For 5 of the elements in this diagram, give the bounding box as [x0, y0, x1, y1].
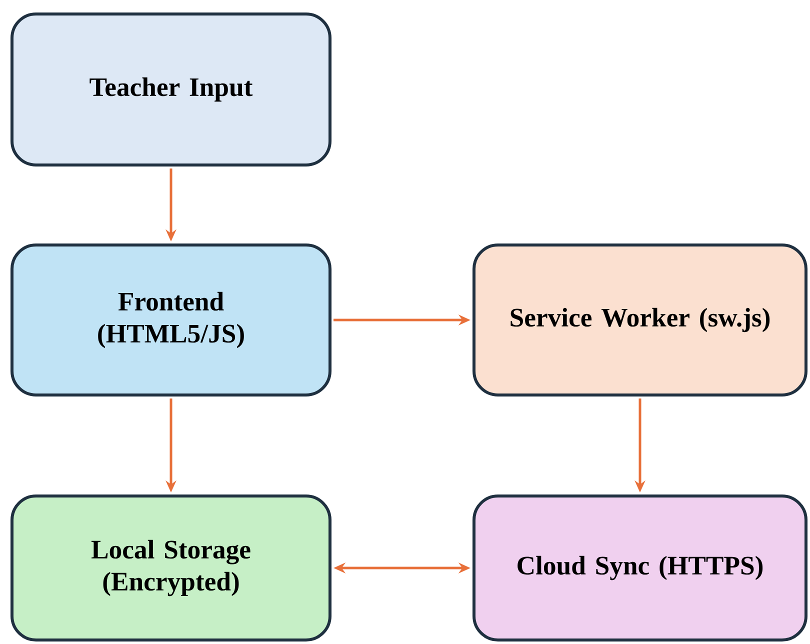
process-box: Cloud Sync (HTTPS) — [472, 494, 808, 642]
process-box: Local Storage (Encrypted) — [10, 494, 332, 642]
process-box: Frontend (HTML5/JS) — [10, 244, 332, 396]
process-box: Teacher Input — [10, 12, 332, 166]
process-box: Service Worker (sw.js) — [472, 244, 808, 396]
